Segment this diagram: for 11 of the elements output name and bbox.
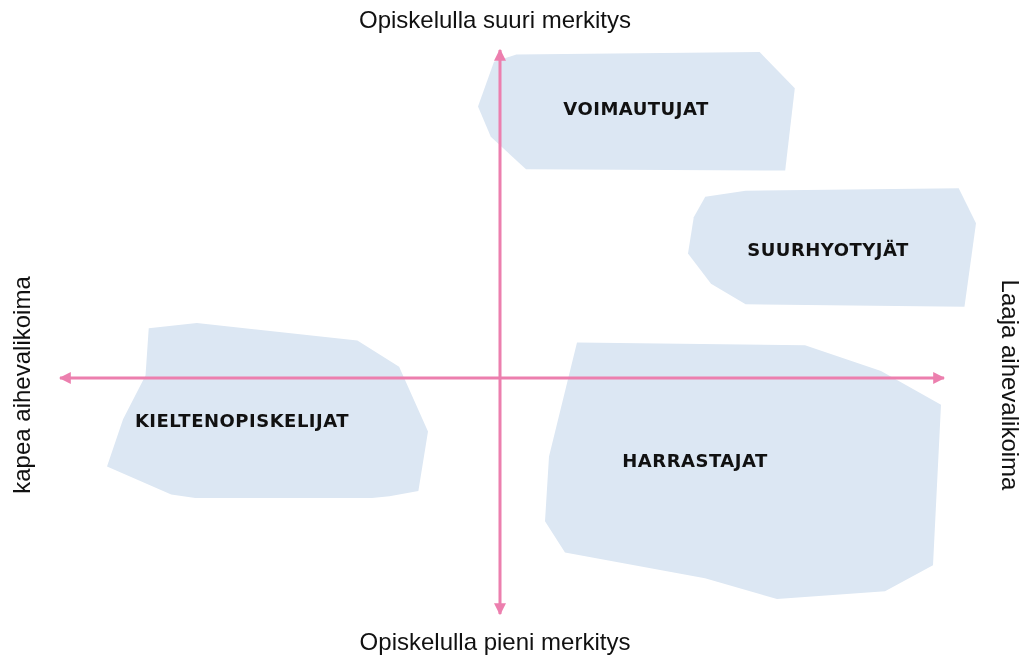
axis-label: kapea aihevalikoima [8, 276, 36, 494]
segment-name: VOIMAUTUJAT [563, 97, 709, 119]
segment-region [688, 187, 976, 308]
axis-label: Opiskelulla suuri merkitys [358, 6, 632, 34]
segment-name: SUURHYOTYJÄT [747, 238, 909, 260]
segment-name: HARRASTAJAT [622, 449, 768, 471]
axis-label: Opiskelulla pieni merkitys [359, 628, 631, 656]
segment-region [478, 52, 798, 173]
segment-name: KIELTENOPISKELIJAT [134, 409, 350, 431]
axis-label: Laaja aihevalikoima [996, 279, 1024, 491]
segment-region [107, 323, 428, 498]
